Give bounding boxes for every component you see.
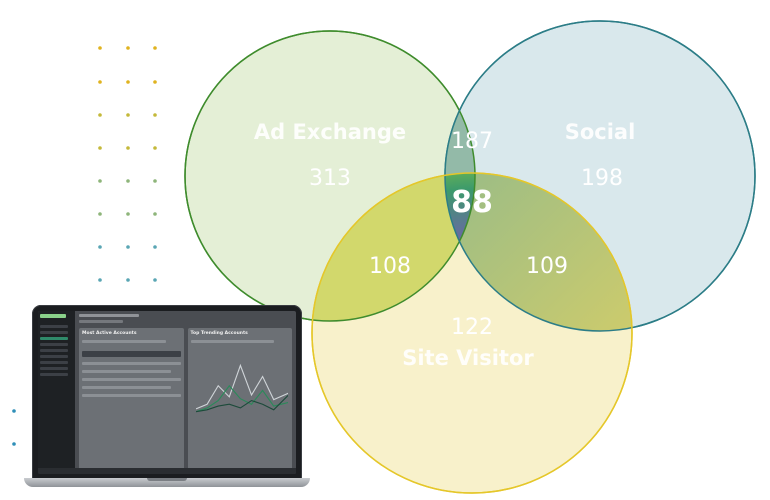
decor-dot [153,278,157,282]
decor-dot [126,212,130,216]
overlap-social-site-visitor-count: 109 [526,254,568,279]
table-row [82,394,181,397]
overlap-ad-exchange-social-count: 187 [451,129,493,154]
decor-dot [153,212,157,216]
decor-dot [98,146,102,150]
overlap-ad-exchange-site-visitor [312,173,475,321]
social-only-count: 198 [581,166,623,191]
panel-title: Most Active Accounts [82,331,137,336]
social-label: Social [565,120,636,144]
trend-line-chart [195,363,288,413]
laptop-lid: Most Active Accounts Top Trending Accoun… [32,305,302,480]
decor-dot [98,278,102,282]
decor-dot [126,245,130,249]
decor-dot [153,46,157,50]
decor-dot [126,179,130,183]
laptop-base [24,478,310,487]
laptop-mockup: Most Active Accounts Top Trending Accoun… [24,305,310,495]
table-row [82,362,181,365]
decor-dot [153,179,157,183]
table-row [82,370,171,373]
screen-content: Most Active Accounts Top Trending Accoun… [75,311,296,474]
top-trending-accounts-panel: Top Trending Accounts [187,328,292,471]
decor-dot [98,212,102,216]
decor-dot [126,113,130,117]
decor-dot [98,245,102,249]
decor-dot [153,146,157,150]
decor-dot [126,46,130,50]
decor-dot [126,278,130,282]
decor-dot [12,409,16,413]
overlap-social-site-visitor [445,173,632,331]
decor-dot [98,80,102,84]
decor-dot [98,179,102,183]
site-visitor-only-count: 122 [451,315,493,340]
screen-logo [40,314,66,318]
most-active-accounts-panel: Most Active Accounts [79,328,184,471]
decor-dot [12,442,16,446]
screen-sidebar [38,311,75,474]
overlap-all-three-count: 88 [451,185,493,220]
decor-dot [126,146,130,150]
laptop-screen: Most Active Accounts Top Trending Accoun… [38,311,296,474]
site-visitor-label: Site Visitor [402,346,534,370]
decor-dot [153,80,157,84]
table-row [82,386,171,389]
decor-dot [153,245,157,249]
overlap-ad-exchange-site-visitor-count: 108 [369,254,411,279]
ad-exchange-only-count: 313 [309,166,351,191]
decor-dot [153,113,157,117]
decor-dot [98,113,102,117]
decor-dot [126,80,130,84]
decor-dot [98,46,102,50]
ad-exchange-label: Ad Exchange [254,120,406,144]
table-header [82,351,181,357]
table-row [82,378,181,381]
panel-title: Top Trending Accounts [190,331,248,336]
